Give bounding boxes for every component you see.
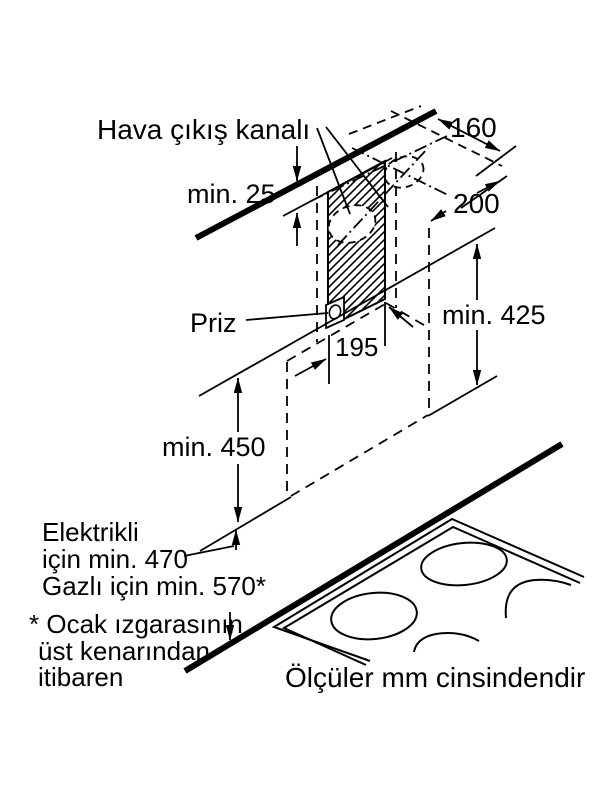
footnote-line3: itibaren xyxy=(38,662,124,692)
dim-195: 195 xyxy=(335,332,379,362)
socket-label: Priz xyxy=(190,308,237,338)
dim-min-450: min. 450 xyxy=(162,432,266,462)
ceiling-line xyxy=(194,108,438,241)
dim-min-425: min. 425 xyxy=(442,300,546,330)
cooktop-outer-edge xyxy=(271,517,585,662)
dim-200: 200 xyxy=(453,188,500,219)
electric-clearance-line2: için min. 470 xyxy=(42,544,188,574)
burner-top xyxy=(420,541,508,587)
hood-bottom-line xyxy=(198,227,496,397)
electric-clearance-line1: Elektrikli xyxy=(42,517,139,547)
cooktop xyxy=(271,517,585,666)
hood-dashed-outline xyxy=(286,152,430,497)
duct-hole xyxy=(327,204,377,244)
burner-right-partial xyxy=(504,578,572,619)
dim-160: 160 xyxy=(450,112,497,143)
cooktop-inner-edge xyxy=(281,525,581,666)
dimension-arrows xyxy=(225,118,501,641)
air-duct-label: Hava çıkış kanalı xyxy=(97,114,311,145)
dim-min-25: min. 25 xyxy=(187,179,276,209)
burner-left xyxy=(330,591,418,641)
units-note: Ölçüler mm cinsindendir xyxy=(285,662,586,693)
socket-icon xyxy=(325,295,345,330)
dim-195-extensions xyxy=(328,302,386,384)
burner-bottom-partial xyxy=(413,631,480,653)
footnote-line1: * Ocak ızgarasının xyxy=(29,609,243,639)
wall-hatch-section xyxy=(325,159,386,330)
footnote-line2: üst kenarından xyxy=(38,636,211,666)
countertop-line xyxy=(183,441,564,674)
wall-reference-line xyxy=(199,375,498,552)
leader-lines xyxy=(183,126,389,557)
gas-clearance: Gazlı için min. 570* xyxy=(42,571,266,601)
